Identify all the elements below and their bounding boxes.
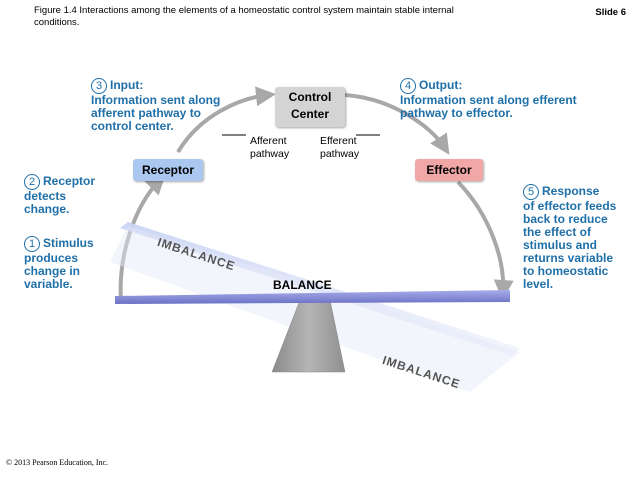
slide-number: Slide 6 xyxy=(595,7,626,18)
step-5-text: of effector feeds back to reduce the eff… xyxy=(523,199,617,291)
control-center-label-1: Control xyxy=(288,90,332,104)
response-arrow xyxy=(456,180,514,300)
step-number-2: 2 xyxy=(24,174,40,190)
control-center-box: Control Center xyxy=(275,87,345,127)
balance-label: BALANCE xyxy=(273,278,332,292)
input-arrow xyxy=(176,86,276,154)
step-number-4: 4 xyxy=(400,78,416,94)
efferent-pathway-word: pathway xyxy=(320,148,360,160)
afferent-pathway-label: Afferent pathway xyxy=(250,135,289,161)
step-number-1: 1 xyxy=(24,236,40,252)
step-number-3: 3 xyxy=(91,78,107,94)
afferent-word: Afferent xyxy=(250,135,287,147)
efferent-word: Efferent xyxy=(320,135,357,147)
effector-label: Effector xyxy=(426,163,472,177)
step-3-text: Information sent along afferent pathway … xyxy=(91,93,221,133)
step-2-text: detects change. xyxy=(24,189,70,216)
imbalance-beam xyxy=(120,222,520,356)
step-4-heading: Output: xyxy=(419,78,463,93)
stimulus-arrow xyxy=(118,174,166,301)
step-3-heading: Input: xyxy=(110,78,144,93)
step-1-heading: Stimulus xyxy=(43,236,94,251)
afferent-pathway-word: pathway xyxy=(250,148,290,160)
receptor-label: Receptor xyxy=(141,163,194,177)
control-center-label-2: Center xyxy=(290,107,329,121)
step-2-heading: Receptor xyxy=(43,174,96,189)
efferent-pathway-label: Efferent pathway xyxy=(320,135,359,161)
output-arrow xyxy=(344,93,450,155)
effector-box: Effector xyxy=(415,159,483,181)
step-5-heading: Response xyxy=(542,184,600,199)
copyright-notice: © 2013 Pearson Education, Inc. xyxy=(6,458,109,467)
figure-caption: Figure 1.4 Interactions among the elemen… xyxy=(34,5,454,28)
balance-beam xyxy=(115,290,510,304)
step-4-text: Information sent along efferent pathway … xyxy=(400,93,577,120)
receptor-box: Receptor xyxy=(133,159,203,181)
step-1-text: produces change in variable. xyxy=(24,251,81,291)
step-number-5: 5 xyxy=(523,184,539,200)
